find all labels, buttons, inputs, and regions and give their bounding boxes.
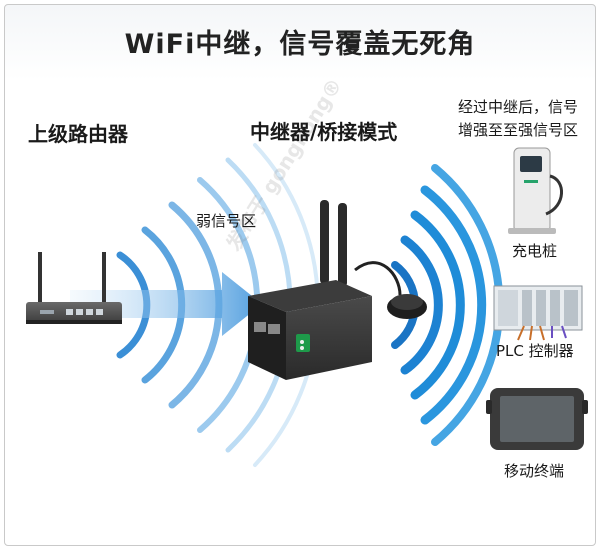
strong-signal-waves [391, 164, 504, 446]
mobile-terminal-icon [486, 388, 588, 450]
signal-boost-note: 经过中继后，信号 增强至至强信号区 [448, 96, 588, 142]
weak-signal-label: 弱信号区 [196, 212, 257, 230]
repeater-mode-label: 中继器/桥接模式 [250, 120, 398, 144]
device-label-plc: PLC 控制器 [496, 342, 574, 360]
signal-boost-note-line2: 增强至至强信号区 [457, 121, 578, 139]
diagram-title: WiFi中继，信号覆盖无死角 [124, 29, 476, 60]
device-label-charging-station: 充电桩 [512, 242, 558, 260]
charging-station-icon [508, 147, 563, 234]
repeater-device-icon [248, 200, 427, 380]
device-label-mobile-terminal: 移动终端 [504, 462, 565, 480]
signal-arrow [70, 272, 262, 336]
router-icon [26, 252, 122, 324]
plc-controller-icon [493, 285, 583, 341]
signal-boost-note-line1: 经过中继后，信号 [457, 98, 578, 116]
upstream-router-label: 上级路由器 [28, 122, 128, 146]
